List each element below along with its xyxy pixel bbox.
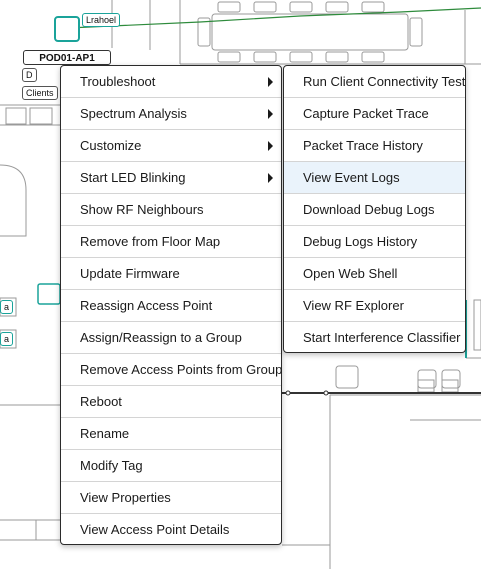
- divider: [61, 417, 281, 418]
- divider: [284, 97, 465, 98]
- menu-item-label: Rename: [80, 426, 130, 441]
- divider: [61, 225, 281, 226]
- access-point-context-menu: Troubleshoot Spectrum Analysis Customize…: [60, 65, 282, 545]
- menu-item-label: Start LED Blinking: [80, 170, 186, 185]
- submenu-item-start-interference-classifier[interactable]: Start Interference Classifier: [284, 322, 465, 353]
- menu-item-label: Open Web Shell: [303, 266, 398, 281]
- menu-item-label: Capture Packet Trace: [303, 106, 429, 121]
- map-label-chip: Lrahoel: [82, 13, 121, 27]
- menu-item-label: Download Debug Logs: [303, 202, 435, 217]
- divider: [61, 257, 281, 258]
- menu-item-label: Start Interference Classifier: [303, 330, 461, 345]
- divider: [61, 129, 281, 130]
- divider: [61, 481, 281, 482]
- clients-chip: Clients: [22, 86, 58, 100]
- menu-item-label: View Event Logs: [303, 170, 400, 185]
- menu-item-label: Remove from Floor Map: [80, 234, 221, 249]
- menu-item-label: View RF Explorer: [303, 298, 404, 313]
- menu-item-remove-from-floor-map[interactable]: Remove from Floor Map: [61, 226, 281, 258]
- menu-item-label: Reboot: [80, 394, 122, 409]
- menu-item-label: Update Firmware: [80, 266, 180, 281]
- menu-item-assign-to-group[interactable]: Assign/Reassign to a Group: [61, 322, 281, 354]
- menu-item-troubleshoot[interactable]: Troubleshoot: [61, 66, 281, 98]
- submenu-item-view-rf-explorer[interactable]: View RF Explorer: [284, 290, 465, 322]
- menu-item-rename[interactable]: Rename: [61, 418, 281, 450]
- divider: [284, 193, 465, 194]
- submenu-item-debug-logs-history[interactable]: Debug Logs History: [284, 226, 465, 258]
- access-point-icon[interactable]: [54, 16, 80, 42]
- menu-item-update-firmware[interactable]: Update Firmware: [61, 258, 281, 290]
- menu-item-label: View Properties: [80, 490, 171, 505]
- menu-item-label: Show RF Neighbours: [80, 202, 204, 217]
- menu-item-label: Customize: [80, 138, 142, 153]
- chevron-right-icon: [268, 141, 273, 151]
- menu-item-view-access-point-details[interactable]: View Access Point Details: [61, 514, 281, 545]
- menu-item-label: Modify Tag: [80, 458, 143, 473]
- menu-item-view-properties[interactable]: View Properties: [61, 482, 281, 514]
- divider: [61, 161, 281, 162]
- submenu-item-packet-trace-history[interactable]: Packet Trace History: [284, 130, 465, 162]
- menu-item-modify-tag[interactable]: Modify Tag: [61, 450, 281, 482]
- menu-item-label: Packet Trace History: [303, 138, 423, 153]
- map-label-chip: a: [0, 300, 14, 314]
- submenu-item-download-debug-logs[interactable]: Download Debug Logs: [284, 194, 465, 226]
- divider: [61, 449, 281, 450]
- chevron-right-icon: [268, 77, 273, 87]
- map-label-chip: a: [0, 332, 14, 346]
- divider: [284, 289, 465, 290]
- chevron-right-icon: [268, 173, 273, 183]
- divider: [284, 321, 465, 322]
- map-label-chip: D: [22, 68, 37, 82]
- submenu-item-view-event-logs[interactable]: View Event Logs: [284, 162, 465, 194]
- menu-item-spectrum-analysis[interactable]: Spectrum Analysis: [61, 98, 281, 130]
- menu-item-start-led-blinking[interactable]: Start LED Blinking: [61, 162, 281, 194]
- menu-item-reassign-access-point[interactable]: Reassign Access Point: [61, 290, 281, 322]
- menu-item-label: Run Client Connectivity Test: [303, 74, 466, 89]
- divider: [61, 353, 281, 354]
- menu-item-show-rf-neighbours[interactable]: Show RF Neighbours: [61, 194, 281, 226]
- menu-item-label: View Access Point Details: [80, 522, 230, 537]
- menu-item-reboot[interactable]: Reboot: [61, 386, 281, 418]
- submenu-item-capture-packet-trace[interactable]: Capture Packet Trace: [284, 98, 465, 130]
- submenu-item-run-client-connectivity-test[interactable]: Run Client Connectivity Test: [284, 66, 466, 98]
- divider: [61, 193, 281, 194]
- divider: [284, 257, 465, 258]
- menu-item-label: Troubleshoot: [80, 74, 156, 89]
- divider: [61, 97, 281, 98]
- menu-item-label: Assign/Reassign to a Group: [80, 330, 242, 345]
- chevron-right-icon: [268, 109, 273, 119]
- divider: [284, 225, 465, 226]
- menu-item-label: Spectrum Analysis: [80, 106, 187, 121]
- divider: [61, 289, 281, 290]
- access-point-name-badge[interactable]: POD01-AP1: [23, 50, 111, 65]
- divider: [61, 513, 281, 514]
- menu-item-label: Reassign Access Point: [80, 298, 213, 313]
- divider: [61, 385, 281, 386]
- menu-item-customize[interactable]: Customize: [61, 130, 281, 162]
- divider: [284, 161, 465, 162]
- menu-item-remove-from-group[interactable]: Remove Access Points from Group: [61, 354, 283, 386]
- submenu-item-open-web-shell[interactable]: Open Web Shell: [284, 258, 465, 290]
- divider: [61, 321, 281, 322]
- menu-item-label: Debug Logs History: [303, 234, 418, 249]
- menu-item-label: Remove Access Points from Group: [80, 362, 283, 377]
- troubleshoot-submenu: Run Client Connectivity Test Capture Pac…: [283, 65, 466, 353]
- divider: [284, 129, 465, 130]
